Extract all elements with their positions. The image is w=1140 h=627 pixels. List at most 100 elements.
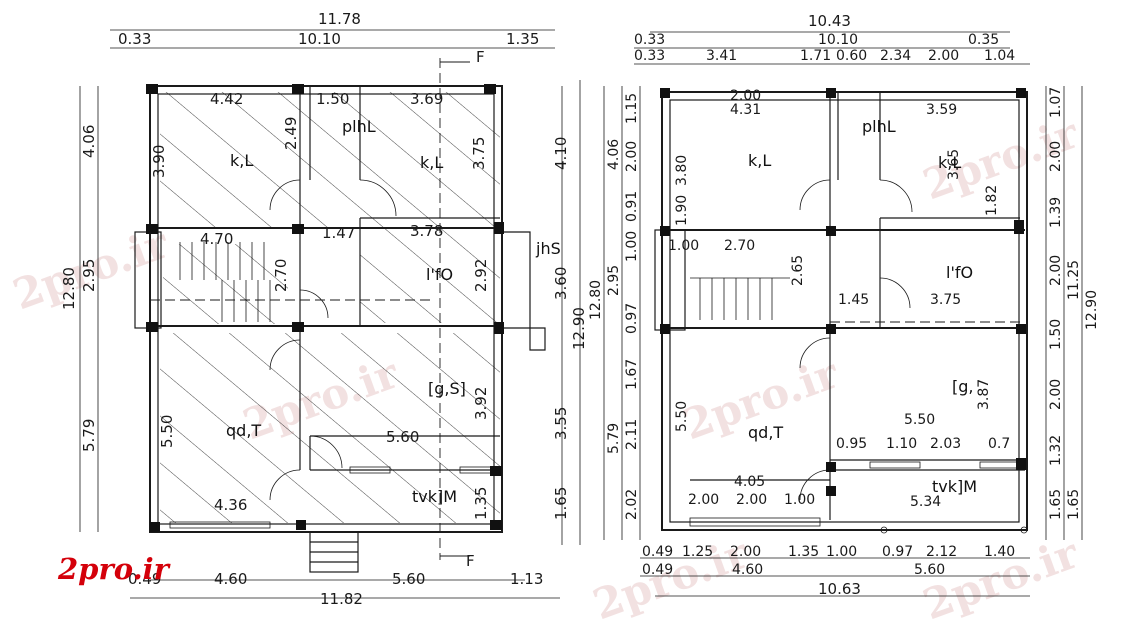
interior-dim: 3.78 (410, 222, 443, 240)
right-right-dim: 1.32 (1048, 435, 1064, 466)
interior-dim: 3.59 (926, 102, 957, 118)
right-plan-labels: 10.43 0.33 10.10 0.35 0.33 3.41 1.71 0.6… (588, 12, 1100, 598)
interior-dim: 1.00 (784, 492, 815, 508)
right-side-dim: 3.60 (552, 267, 570, 300)
interior-dim: 2.00 (736, 492, 767, 508)
interior-dim: 2.00 (688, 492, 719, 508)
right-right-dim: 1.07 (1048, 87, 1064, 118)
right-right-dim: 1.50 (1048, 319, 1064, 350)
left-side-dim: 12.80 (60, 267, 78, 310)
interior-dim: 2.65 (790, 255, 806, 286)
right-left-dim: 2.02 (624, 489, 640, 520)
right-left-dim: 4.06 (606, 139, 622, 170)
right-left-dim: 2.11 (624, 419, 640, 450)
right-side-dim: 1.65 (552, 487, 570, 520)
interior-dim: 1.47 (322, 224, 355, 242)
right-left-dim: 2.95 (606, 265, 622, 296)
left-side-dim: 2.95 (80, 259, 98, 292)
right-left-dim: 12.80 (588, 280, 604, 320)
interior-dim: 4.42 (210, 90, 243, 108)
interior-dim: 1.90 (674, 195, 690, 226)
right-top-overall-dim: 10.43 (808, 12, 851, 30)
right-top-dim: 0.60 (836, 48, 867, 64)
right-side-dim: 4.10 (552, 137, 570, 170)
room-label: plhL (342, 117, 376, 136)
right-bottom-dim: 4.60 (732, 562, 763, 578)
section-marker: F (466, 552, 475, 570)
right-top-dim: 2.00 (928, 48, 959, 64)
interior-dim: 2.70 (272, 259, 290, 292)
right-left-dim: 2.00 (624, 141, 640, 172)
right-left-dim: 1.67 (624, 359, 640, 390)
right-side-dim: 3.55 (552, 407, 570, 440)
right-top-dim: 0.33 (634, 32, 665, 48)
right-right-dim: 1.65 (1048, 489, 1064, 520)
right-bottom-dim: 2.12 (926, 544, 957, 560)
right-bottom-dim: 5.60 (914, 562, 945, 578)
right-left-dim: 0.91 (624, 191, 640, 222)
room-label: qd,T (226, 421, 261, 440)
right-right-dim: 11.25 (1066, 260, 1082, 300)
right-top-dim: 0.35 (968, 32, 999, 48)
right-top-dim: 2.34 (880, 48, 911, 64)
room-label: tvk]M (932, 477, 977, 496)
interior-dim: 1.50 (316, 90, 349, 108)
interior-dim: 5.50 (158, 415, 176, 448)
right-floor-plan (603, 31, 1083, 597)
interior-dim: 5.50 (904, 412, 935, 428)
interior-dim: 1.00 (668, 238, 699, 254)
left-bottom-dim: 1.13 (510, 570, 543, 588)
right-top-dim: 1.71 (800, 48, 831, 64)
room-label: [g, (952, 377, 973, 396)
right-top-dim: 10.10 (818, 32, 858, 48)
interior-dim: 1.35 (472, 487, 490, 520)
right-right-dim: 2.00 (1048, 141, 1064, 172)
interior-dim: 3.92 (472, 387, 490, 420)
right-side-dim: 12.90 (570, 307, 588, 350)
room-label: [g,S] (428, 379, 466, 398)
left-bottom-overall-dim: 11.82 (320, 590, 363, 608)
right-right-dim: 2.00 (1048, 379, 1064, 410)
right-bottom-dim: 1.40 (984, 544, 1015, 560)
room-label: plhL (862, 117, 896, 136)
interior-dim: 3.87 (976, 379, 992, 410)
interior-dim: 2.49 (282, 117, 300, 150)
right-left-dim: 5.79 (606, 423, 622, 454)
interior-dim: 5.34 (910, 494, 941, 510)
right-right-dim: 12.90 (1084, 290, 1100, 330)
interior-dim: 4.31 (730, 102, 761, 118)
left-side-dim: 4.06 (80, 125, 98, 158)
right-bottom-dim: 1.00 (826, 544, 857, 560)
site-logo[interactable]: 2pro.ir (58, 552, 169, 586)
left-bottom-dim: 5.60 (392, 570, 425, 588)
right-right-dim: 2.00 (1048, 255, 1064, 286)
interior-dim: 5.60 (386, 428, 419, 446)
right-bottom-dim: 2.00 (730, 544, 761, 560)
interior-dim: 3.75 (930, 292, 961, 308)
room-label: k,L (748, 151, 771, 170)
interior-dim: 3.65 (946, 149, 962, 180)
interior-dim: 2.92 (472, 259, 490, 292)
interior-dim: 0.95 (836, 436, 867, 452)
left-floor-plan (79, 29, 581, 599)
interior-dim: 1.45 (838, 292, 869, 308)
interior-dim: 3.90 (150, 145, 168, 178)
right-top-dim: 1.04 (984, 48, 1015, 64)
interior-dim: 1.10 (886, 436, 917, 452)
right-bottom-dim: 0.49 (642, 544, 673, 560)
left-top-dim: 10.10 (298, 30, 341, 48)
room-label: l'fO (946, 263, 973, 282)
right-bottom-dim: 0.97 (882, 544, 913, 560)
interior-dim: 2.03 (930, 436, 961, 452)
left-top-dim: 1.35 (506, 30, 539, 48)
interior-dim: 4.70 (200, 230, 233, 248)
left-bottom-dim: 4.60 (214, 570, 247, 588)
right-bottom-dim: 1.25 (682, 544, 713, 560)
right-top-dim: 0.33 (634, 48, 665, 64)
right-bottom-overall-dim: 10.63 (818, 580, 861, 598)
right-left-dim: 0.97 (624, 303, 640, 334)
room-label: l'fO (426, 265, 453, 284)
room-label: k,L (420, 153, 443, 172)
room-label: k,L (938, 153, 961, 172)
